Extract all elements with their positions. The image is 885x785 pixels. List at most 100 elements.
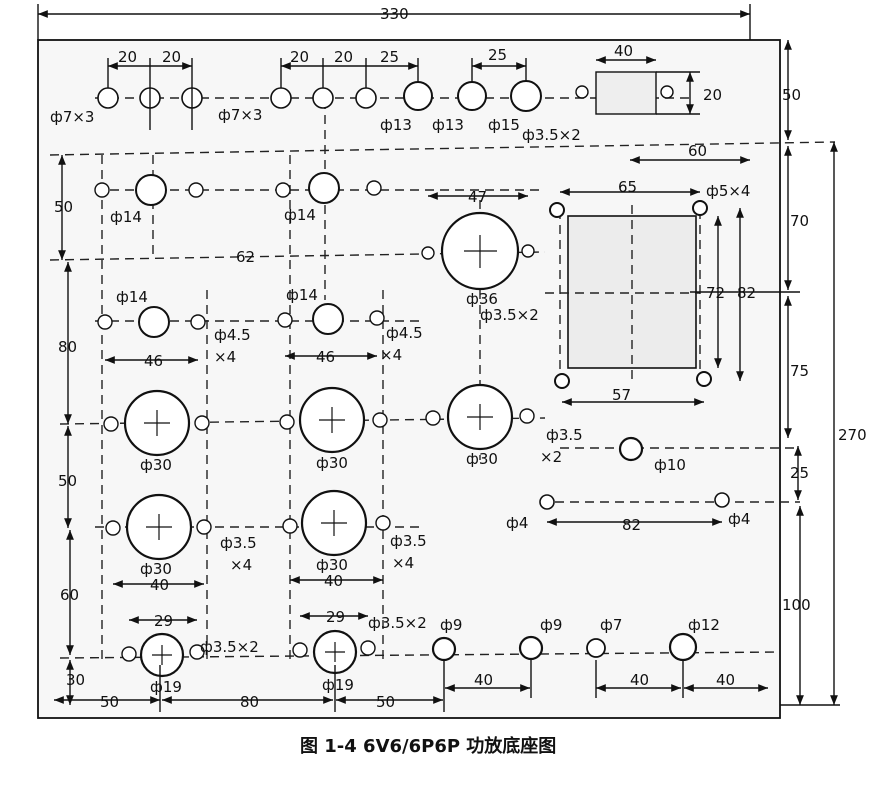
hole-p45-4 (369, 310, 385, 326)
label-p7x3-left: ф7×3 (50, 108, 94, 126)
dim-right-75: 75 (790, 362, 809, 380)
dim-bottom-40c: 40 (716, 671, 735, 689)
hole-p45-3 (277, 312, 293, 328)
label-p30-5: ф30 (316, 556, 348, 574)
label-p35x2-mid: ф3.5×2 (480, 306, 539, 324)
dim-right-72: 72 (706, 284, 725, 302)
label-p45-1: ф4.5 (214, 326, 251, 344)
label-x4-right: ×4 (392, 554, 414, 572)
dim-right-60: 60 (688, 142, 707, 160)
hole-p7-7 (586, 638, 606, 658)
hole-p15 (510, 80, 542, 112)
dim-46a: 46 (144, 352, 163, 370)
hole-p35-r5-4 (372, 412, 388, 428)
dim-bottom-50a: 50 (100, 693, 119, 711)
hole-p4-2 (714, 492, 730, 508)
dim-top-8: 20 (703, 86, 722, 104)
dim-right-82: 82 (737, 284, 756, 302)
hole-p14-1 (135, 174, 167, 206)
dim-left-30: 30 (66, 671, 85, 689)
hole-p4-1 (539, 494, 555, 510)
dim-left-80: 80 (58, 338, 77, 356)
label-p14-2: ф14 (284, 206, 316, 224)
label-p9-2: ф9 (540, 616, 562, 634)
hole-p35-r5-1 (103, 416, 119, 432)
hole-p35-r7-3 (292, 642, 308, 658)
label-p30-1: ф30 (140, 456, 172, 474)
hole-p35-r5-2 (194, 415, 210, 431)
dim-82: 82 (622, 516, 641, 534)
dimension-lines (54, 40, 840, 712)
label-p30-4: ф30 (140, 560, 172, 578)
label-p45-2: ф4.5 (386, 324, 423, 342)
label-p14-3: ф14 (116, 288, 148, 306)
hole-p35-r5-3 (279, 414, 295, 430)
dim-bottom-80: 80 (240, 693, 259, 711)
hole-p35-r5-6 (519, 408, 535, 424)
label-p7: ф7 (600, 616, 622, 634)
dim-right-70: 70 (790, 212, 809, 230)
label-p15: ф15 (488, 116, 520, 134)
label-p12: ф12 (688, 616, 720, 634)
label-x4-1: ×4 (214, 348, 236, 366)
hole-p13-2 (457, 81, 487, 111)
hole-p35-r6-2 (196, 519, 212, 535)
figure-caption: 图 1-4 6V6/6P6P 功放底座图 (300, 735, 556, 757)
dim-overall-width: 330 (380, 5, 409, 23)
dim-47: 47 (468, 188, 487, 206)
label-p14-4: ф14 (286, 286, 318, 304)
hole-p9-1 (431, 636, 457, 662)
hole-p35-r2-3 (275, 182, 291, 198)
label-p5x4: ф5×4 (706, 182, 750, 200)
dim-top-2: 20 (162, 48, 181, 66)
hole-p14-2 (308, 172, 340, 204)
dim-top-7: 40 (614, 42, 633, 60)
hole-p35-top-1 (575, 85, 589, 99)
dim-57: 57 (612, 386, 631, 404)
hole-p35-mid-1 (421, 246, 435, 260)
dim-right-100: 100 (782, 596, 811, 614)
hole-p35-r2-1 (94, 182, 110, 198)
dim-left-50b: 50 (58, 472, 77, 490)
hole-p35-r6-4 (375, 515, 391, 531)
dim-top-1: 20 (118, 48, 137, 66)
label-p30-3: ф30 (466, 450, 498, 468)
hole-p35-r2-2 (188, 182, 204, 198)
hole-center-marks (144, 235, 497, 665)
label-x4-left: ×4 (230, 556, 252, 574)
hole-p7-1 (97, 87, 119, 109)
hole-p5-1 (549, 202, 565, 218)
dim-top-5: 25 (380, 48, 399, 66)
hole-p35-r7-4 (360, 640, 376, 656)
hole-p35-r6-1 (105, 520, 121, 536)
dim-46b: 46 (316, 348, 335, 366)
hole-p5-4 (696, 371, 712, 387)
label-p13-1: ф13 (380, 116, 412, 134)
hole-p10 (618, 436, 644, 462)
dim-29a: 29 (154, 612, 173, 630)
dim-40b: 40 (324, 572, 343, 590)
hole-p45-2 (190, 314, 206, 330)
label-x4-2: ×4 (380, 346, 402, 364)
socket-cutout (595, 71, 657, 115)
hole-p7-5 (312, 87, 334, 109)
dim-40a: 40 (150, 576, 169, 594)
label-p36: ф36 (466, 290, 498, 308)
label-p10: ф10 (654, 456, 686, 474)
hole-p14-4 (312, 303, 344, 335)
dim-right-50: 50 (782, 86, 801, 104)
dim-right-25: 25 (790, 464, 809, 482)
dim-top-3: 20 (290, 48, 309, 66)
hole-p7-6 (355, 87, 377, 109)
hole-p35-r6-3 (282, 518, 298, 534)
label-p13-2: ф13 (432, 116, 464, 134)
hole-p5-3 (554, 373, 570, 389)
hole-p35-top-2 (660, 85, 674, 99)
label-p4-left: ф4 (506, 514, 528, 532)
label-p14-1: ф14 (110, 208, 142, 226)
label-p35x2-top: ф3.5×2 (522, 126, 581, 144)
dim-overall-height: 270 (838, 426, 867, 444)
label-p35-left: ф3.5 (220, 534, 257, 552)
